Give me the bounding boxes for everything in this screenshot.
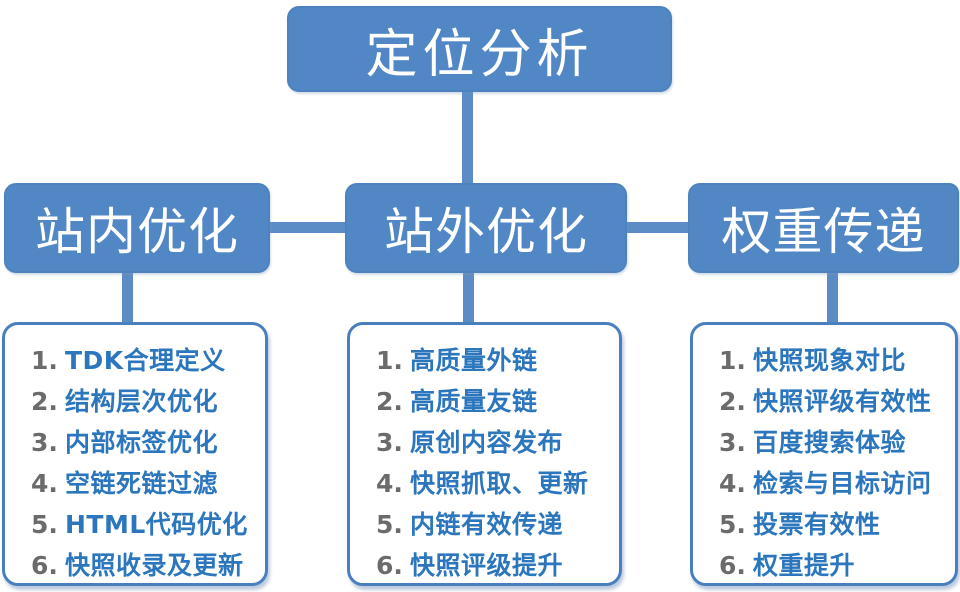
branch-node-label: 权重传递 [721, 203, 926, 261]
branch-node-weight-transfer: 权重传递 [688, 183, 959, 273]
list-item: 1. 快照现象对比 [719, 340, 949, 381]
list-item: 3. 百度搜索体验 [719, 422, 949, 463]
item-number: 2. [719, 387, 746, 416]
list-item: 6. 快照评级提升 [376, 545, 613, 586]
list-panel-offsite: 1. 高质量外链 2. 高质量友链 3. 原创内容发布 4. 快照抓取、更新 5… [347, 322, 622, 586]
list-item: 3. 内部标签优化 [31, 422, 259, 463]
list-item: 5. 内链有效传递 [376, 504, 613, 545]
item-number: 1. [719, 346, 746, 375]
root-node-positioning-analysis: 定位分析 [287, 6, 672, 92]
item-number: 3. [376, 428, 403, 457]
list-panel-weight: 1. 快照现象对比 2. 快照评级有效性 3. 百度搜索体验 4. 检索与目标访… [690, 322, 958, 586]
connector-branch2-branch3 [627, 222, 688, 233]
item-text: 快照收录及更新 [65, 551, 244, 580]
item-number: 1. [376, 346, 403, 375]
item-number: 1. [31, 346, 58, 375]
connector-branch1-to-panel [122, 272, 133, 323]
item-number: 4. [376, 469, 403, 498]
connector-root-to-branch [462, 92, 473, 184]
item-text: 快照评级提升 [410, 551, 564, 580]
branch-node-offsite-optimization: 站外优化 [345, 183, 627, 273]
list-item: 3. 原创内容发布 [376, 422, 613, 463]
item-text: 内部标签优化 [65, 428, 219, 457]
item-number: 4. [719, 469, 746, 498]
item-text: 百度搜索体验 [753, 428, 907, 457]
branch-node-onsite-optimization: 站内优化 [4, 183, 270, 273]
connector-branch3-to-panel [827, 272, 838, 323]
branch-node-label: 站外优化 [384, 203, 588, 261]
list-item: 6. 权重提升 [719, 545, 949, 586]
item-text: 快照评级有效性 [753, 387, 932, 416]
list-item: 2. 高质量友链 [376, 381, 613, 422]
item-number: 5. [719, 510, 746, 539]
item-number: 4. [31, 469, 58, 498]
item-text: 原创内容发布 [410, 428, 564, 457]
item-text: 权重提升 [753, 551, 856, 580]
item-text: 高质量外链 [410, 346, 538, 375]
list-panel-onsite: 1. TDK合理定义 2. 结构层次优化 3. 内部标签优化 4. 空链死链过滤… [2, 322, 268, 586]
item-text: 空链死链过滤 [65, 469, 219, 498]
item-text: HTML代码优化 [65, 510, 248, 539]
connector-branch2-to-panel [463, 272, 474, 323]
item-number: 5. [31, 510, 58, 539]
item-text: 高质量友链 [410, 387, 538, 416]
list-item: 4. 空链死链过滤 [31, 463, 259, 504]
item-number: 2. [31, 387, 58, 416]
item-text: 快照现象对比 [753, 346, 907, 375]
item-number: 2. [376, 387, 403, 416]
connector-branch1-branch2 [270, 222, 345, 233]
list-item: 5. HTML代码优化 [31, 504, 259, 545]
item-number: 3. [719, 428, 746, 457]
list-item: 2. 结构层次优化 [31, 381, 259, 422]
list-item: 4. 快照抓取、更新 [376, 463, 613, 504]
item-number: 6. [376, 551, 403, 580]
item-text: 结构层次优化 [65, 387, 219, 416]
item-number: 6. [719, 551, 746, 580]
item-number: 6. [31, 551, 58, 580]
branch-node-label: 站内优化 [35, 203, 239, 261]
item-text: 投票有效性 [753, 510, 881, 539]
list-item: 2. 快照评级有效性 [719, 381, 949, 422]
list-item: 5. 投票有效性 [719, 504, 949, 545]
list-item: 4. 检索与目标访问 [719, 463, 949, 504]
item-text: 内链有效传递 [410, 510, 564, 539]
list-item: 1. 高质量外链 [376, 340, 613, 381]
list-item: 6. 快照收录及更新 [31, 545, 259, 586]
item-text: TDK合理定义 [65, 346, 226, 375]
list-item: 1. TDK合理定义 [31, 340, 259, 381]
item-number: 3. [31, 428, 58, 457]
item-text: 快照抓取、更新 [410, 469, 589, 498]
root-node-label: 定位分析 [365, 24, 594, 85]
item-number: 5. [376, 510, 403, 539]
item-text: 检索与目标访问 [753, 469, 932, 498]
